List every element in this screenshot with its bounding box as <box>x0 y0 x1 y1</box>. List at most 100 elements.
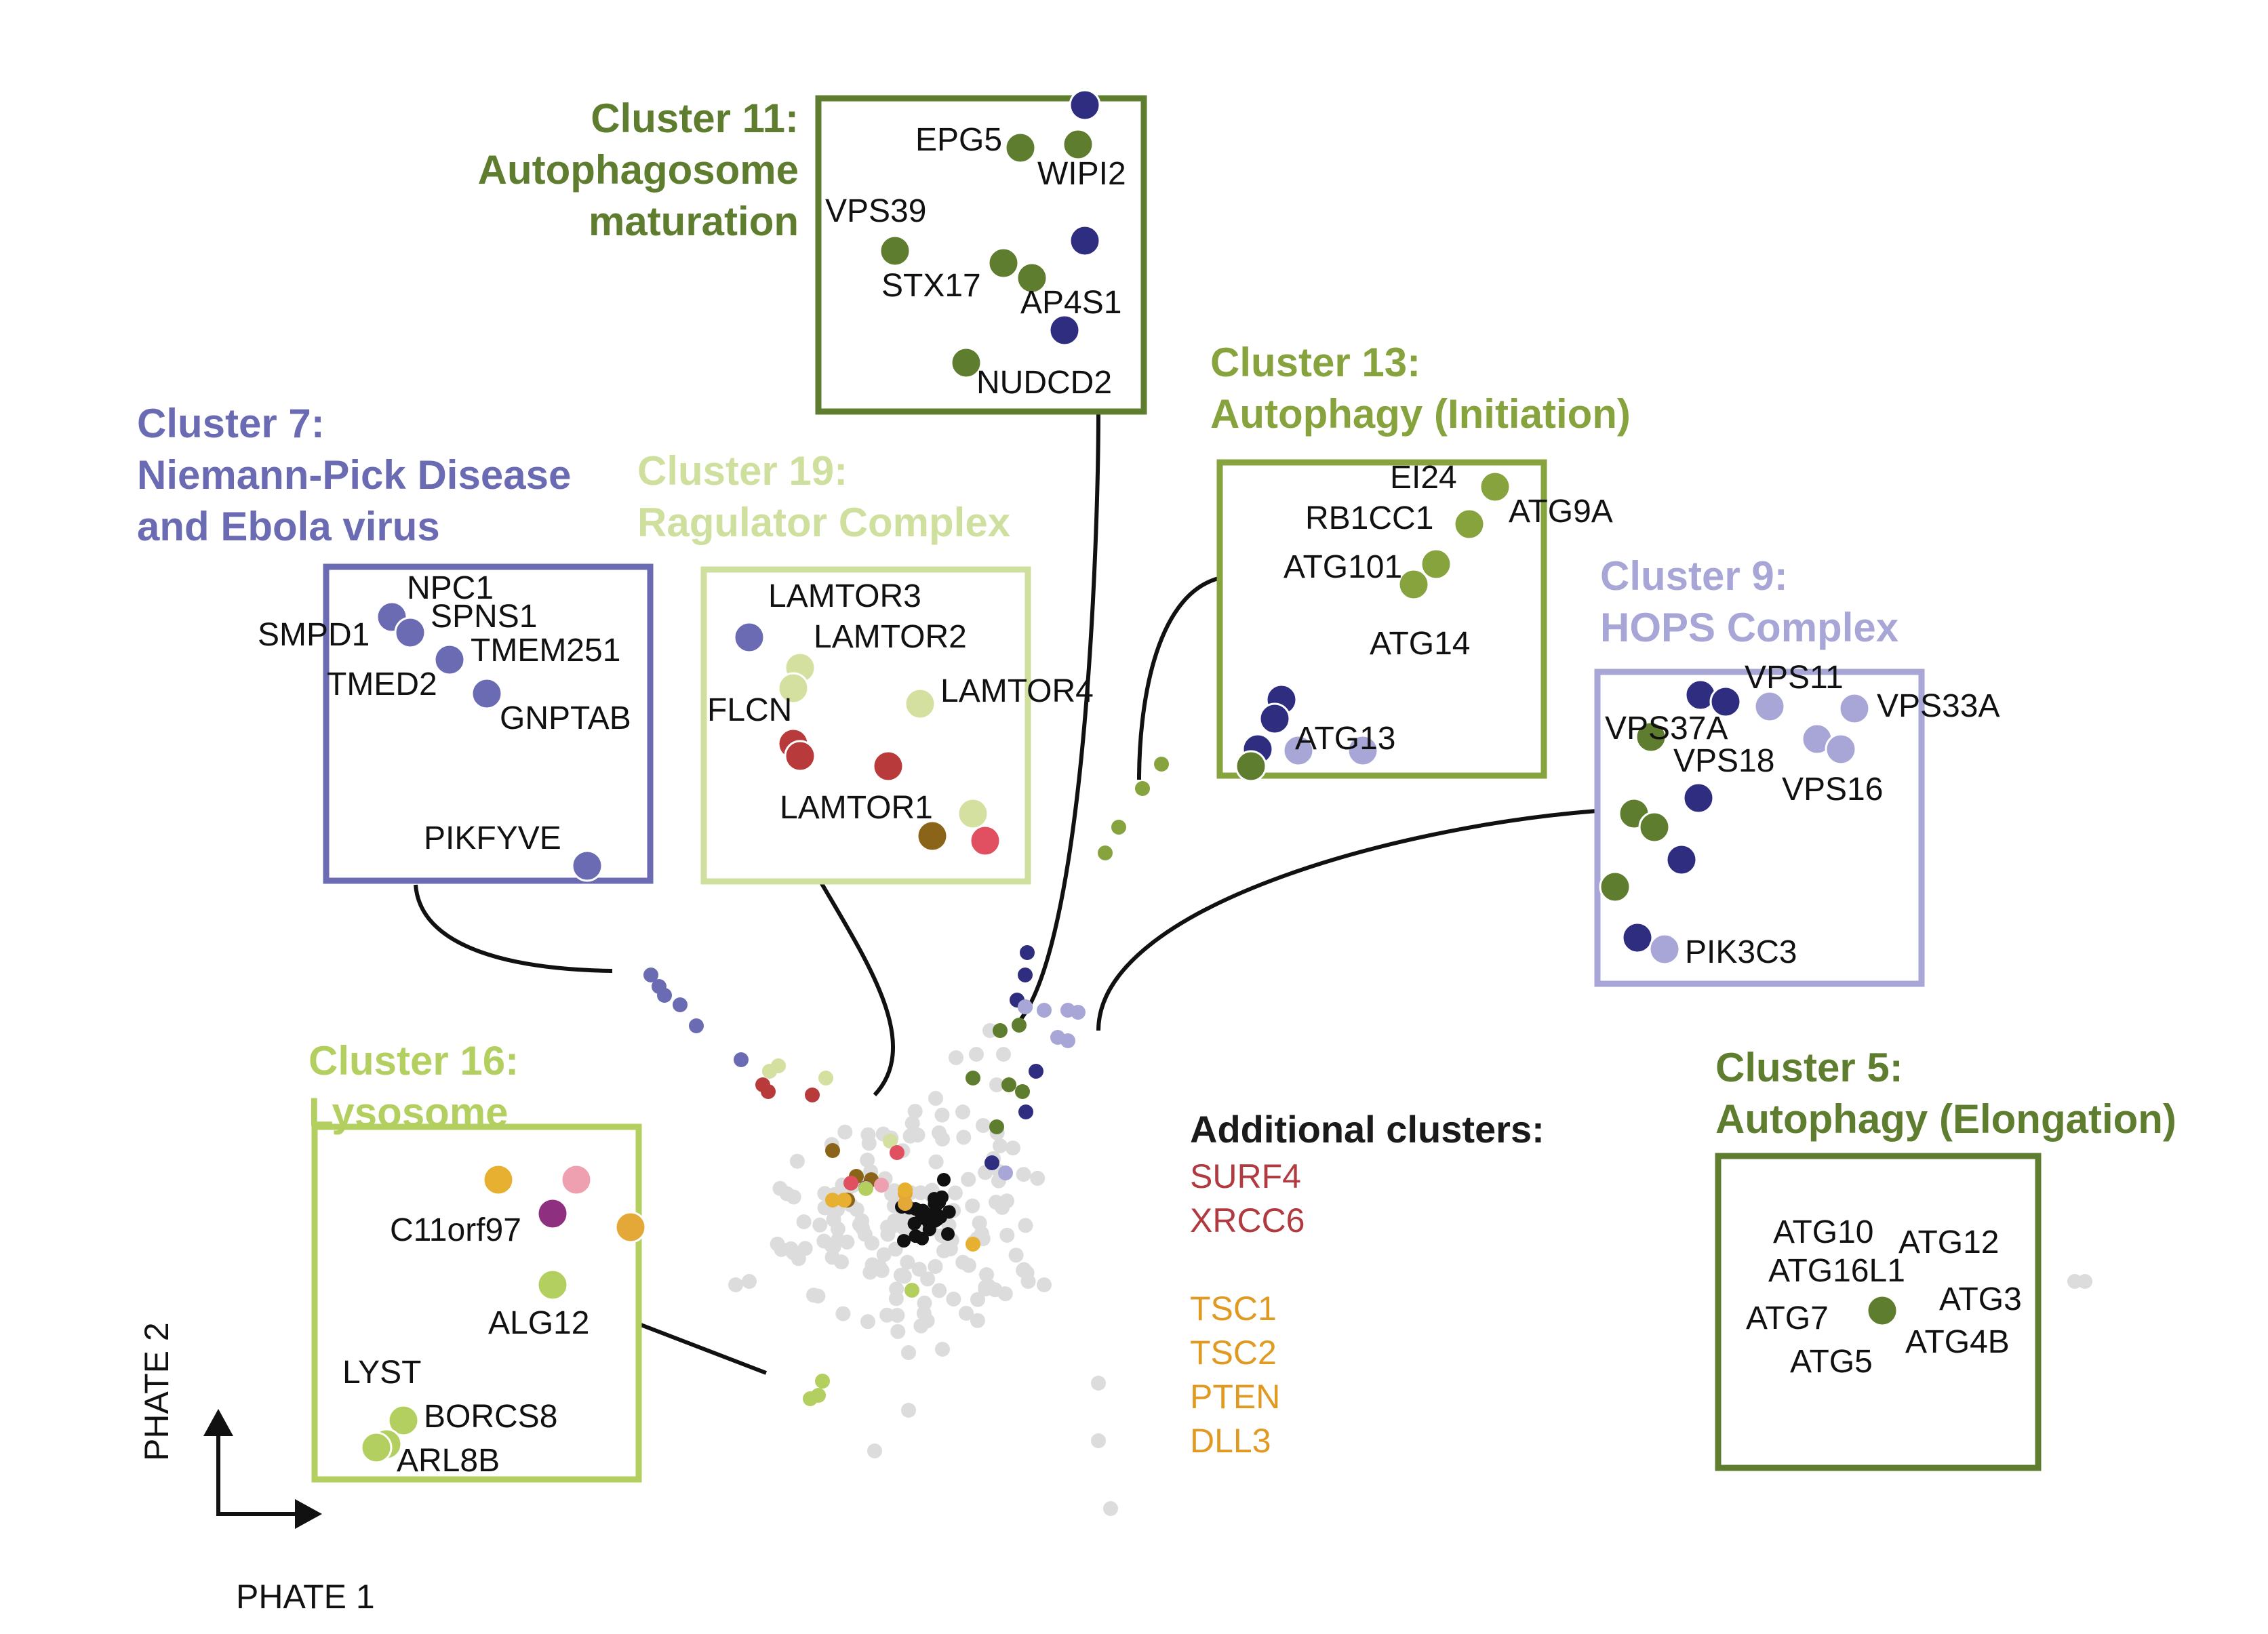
inset-point <box>1397 568 1430 601</box>
cluster-title-5: Cluster 5:Autophagy (Elongation) <box>1715 1045 2176 1142</box>
gene-label: SMPD1 <box>258 617 370 653</box>
gene-label: VPS33A <box>1877 688 2000 724</box>
connector-line <box>636 1321 768 1375</box>
gene-label: ATG101 <box>1284 549 1402 585</box>
inset-point <box>614 1211 647 1243</box>
inset-point <box>1062 128 1094 161</box>
scatter-point <box>917 1295 932 1311</box>
gene-label: NPC1 <box>407 570 494 606</box>
gene-label: ATG3 <box>1939 1281 2022 1317</box>
scatter-point <box>1037 1003 1052 1018</box>
inset-point <box>950 346 982 379</box>
gene-label: LYST <box>342 1355 421 1391</box>
inset-point <box>969 824 1001 857</box>
inset-point <box>879 235 911 267</box>
scatter-point <box>932 1283 947 1298</box>
scatter-point <box>974 1226 989 1241</box>
scatter-point <box>881 1220 896 1235</box>
scatter-point <box>966 1237 980 1252</box>
scatter-point <box>996 1047 1011 1062</box>
scatter-point <box>825 1143 840 1158</box>
inset-point <box>1479 471 1511 503</box>
scatter-point <box>984 1155 999 1170</box>
gene-label: TMEM251 <box>471 633 620 669</box>
cluster-title-line: Autophagy (Elongation) <box>1715 1096 2176 1142</box>
inset-point <box>1347 734 1379 767</box>
scatter-point <box>1020 945 1035 960</box>
scatter-point <box>1135 781 1150 796</box>
scatter-point <box>1020 1274 1036 1289</box>
scatter-point <box>920 1271 936 1287</box>
inset-point <box>387 1404 420 1437</box>
scatter-point <box>904 1115 920 1131</box>
scatter-point <box>999 1193 1014 1209</box>
scatter-point <box>993 1023 1008 1038</box>
gene-label: EI24 <box>1390 460 1457 496</box>
scatter-point <box>761 1084 776 1099</box>
inset-point <box>1638 811 1671 843</box>
gene-label: SPNS1 <box>431 599 537 635</box>
gene-label: ATG10 <box>1773 1214 1874 1250</box>
scatter-point <box>928 1091 943 1106</box>
scatter-point <box>970 1292 985 1307</box>
scatter-point <box>803 1391 818 1406</box>
scatter-point <box>897 1234 911 1248</box>
y-axis-label: PHATE 2 <box>138 1322 176 1461</box>
scatter-point <box>942 1205 956 1219</box>
scatter-point <box>900 1254 915 1270</box>
additional-cluster-gene: PTEN <box>1190 1378 1280 1416</box>
scatter-point <box>860 1127 876 1142</box>
inset-point <box>482 1163 515 1196</box>
scatter-point <box>849 1202 864 1217</box>
scatter-point <box>815 1374 830 1389</box>
cluster-title-19: Cluster 19:Ragulator Complex <box>637 448 1010 545</box>
inset-point <box>1709 685 1742 718</box>
scatter-point <box>1018 1218 1033 1233</box>
main-scatter <box>643 757 2092 1516</box>
inset-point <box>784 740 816 772</box>
scatter-point <box>837 1193 852 1208</box>
gene-label: LAMTOR2 <box>814 619 967 655</box>
scatter-point <box>916 1203 930 1218</box>
scatter-point <box>689 1018 704 1033</box>
cluster-title-line: Cluster 13: <box>1210 340 1420 385</box>
inset-point <box>1016 262 1048 294</box>
scatter-point <box>989 1077 1004 1092</box>
scatter-point <box>970 1313 985 1328</box>
gene-label: VPS16 <box>1782 772 1883 808</box>
scatter-point <box>742 1274 757 1289</box>
scatter-point <box>1060 1033 1075 1048</box>
scatter-point <box>998 1165 1013 1180</box>
gene-label: VPS39 <box>825 193 926 229</box>
cluster-title-9: Cluster 9:HOPS Complex <box>1600 553 1898 650</box>
scatter-point <box>796 1214 812 1229</box>
gene-label: ATG13 <box>1295 721 1396 757</box>
inset-point <box>1235 750 1267 782</box>
scatter-point <box>2077 1274 2092 1289</box>
inset-point <box>957 797 989 830</box>
scatter-point <box>1037 1277 1052 1292</box>
scatter-point <box>673 997 688 1012</box>
scatter-point <box>946 1292 961 1307</box>
scatter-point <box>1001 1077 1016 1092</box>
gene-label: PIKFYVE <box>424 820 561 856</box>
scatter-point <box>955 1254 971 1270</box>
scatter-point <box>935 1342 950 1357</box>
scatter-point <box>770 1236 785 1252</box>
gene-label: TMED2 <box>327 666 437 702</box>
connector-line <box>414 884 613 973</box>
inset-point <box>1635 721 1667 753</box>
scatter-point <box>890 1308 905 1323</box>
inset-point <box>360 1431 393 1464</box>
cluster-title-line: and Ebola virus <box>137 504 440 549</box>
scatter-point <box>890 1145 904 1160</box>
cluster-title-line: Cluster 19: <box>637 448 848 494</box>
inset-point <box>733 621 765 654</box>
